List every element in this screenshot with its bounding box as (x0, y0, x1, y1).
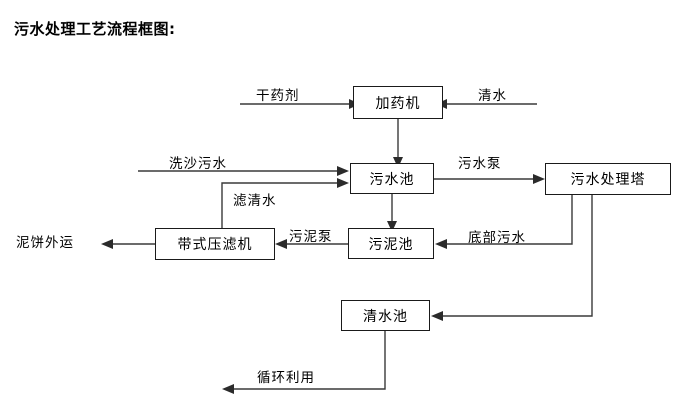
edge-label-sludge-pump: 污泥泵 (289, 229, 333, 245)
arrowhead-recycle (222, 384, 234, 394)
arrowhead-to-clean-water-pool (431, 311, 443, 321)
node-label-sludge-pool: 污泥池 (368, 236, 414, 253)
arrowhead-mudcake (101, 239, 113, 249)
edge-label-bottom-wastewater: 底部污水 (468, 230, 526, 246)
edge-label-recycle-reuse: 循环利用 (257, 370, 315, 386)
edge-label-filtered-clear-water: 滤清水 (233, 193, 277, 209)
arrowhead-wastewater-pump (533, 174, 545, 184)
edge-tower-bottom-to-sludge-pool (447, 195, 573, 245)
arrowhead-bottom-wastewater (435, 239, 447, 249)
terminal-label-mudcake-transport: 泥饼外运 (16, 235, 74, 251)
node-sludge-pool[interactable]: 污泥池 (348, 228, 434, 259)
arrowhead-dosing-down (393, 157, 403, 168)
edge-clean-water-pool-recycle (234, 331, 386, 390)
arrowhead-filtered-water (337, 178, 349, 188)
node-label-dosing-machine: 加药机 (375, 95, 421, 112)
node-label-treatment-tower: 污水处理塔 (570, 172, 646, 188)
node-label-clean-water-pool: 清水池 (363, 308, 408, 325)
node-dosing-machine[interactable]: 加药机 (353, 86, 443, 119)
node-label-belt-filter-press: 带式压滤机 (177, 237, 253, 253)
page-title: 污水处理工艺流程框图: (14, 20, 176, 38)
edge-filtered-water-to-wastewater-pool (221, 182, 337, 228)
arrowhead-sandwash (337, 166, 349, 176)
edge-tower-to-clean-water-pool (443, 195, 593, 317)
node-label-wastewater-pool: 污水池 (369, 171, 415, 188)
node-treatment-tower[interactable]: 污水处理塔 (545, 163, 671, 195)
arrowhead-to-sludge-pool (387, 221, 397, 232)
node-belt-filter-press[interactable]: 带式压滤机 (155, 228, 275, 260)
edge-label-wastewater-pump: 污水泵 (458, 156, 502, 172)
edge-label-sand-wash-wastewater: 洗沙污水 (169, 156, 227, 172)
node-wastewater-pool[interactable]: 污水池 (350, 163, 434, 194)
edge-label-dry-chemical: 干药剂 (256, 88, 300, 104)
arrowhead-sludge-pump (275, 239, 287, 249)
edge-label-clean-water-input: 清水 (478, 88, 507, 104)
node-clean-water-pool[interactable]: 清水池 (341, 300, 430, 331)
